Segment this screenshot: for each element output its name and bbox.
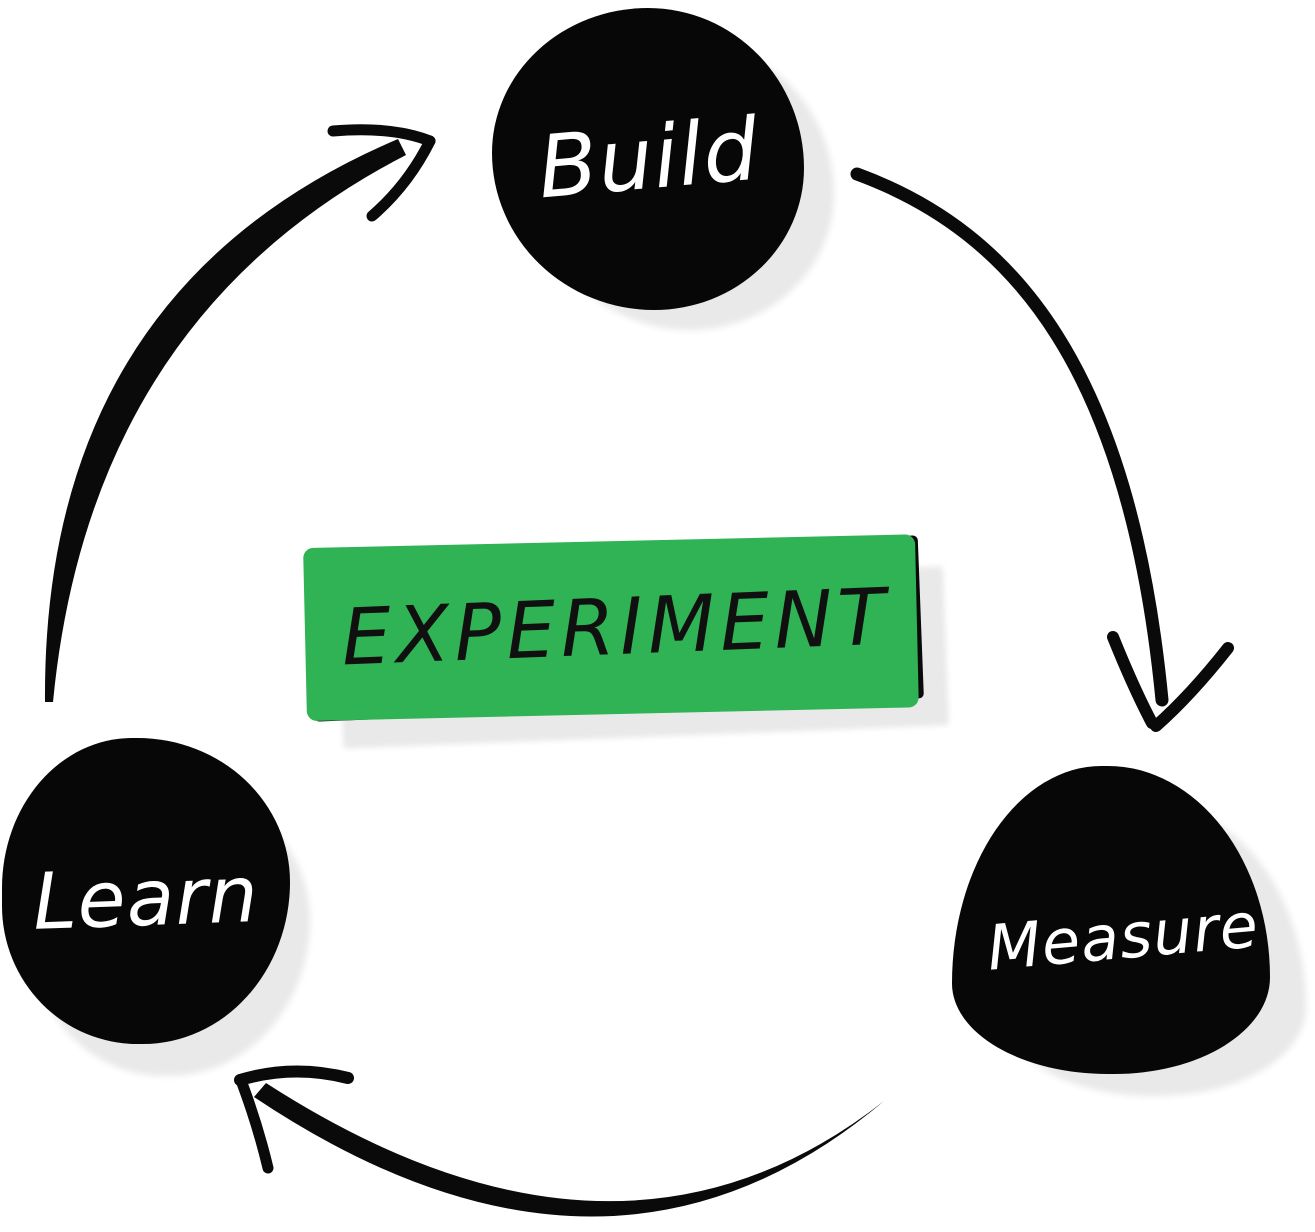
node-learn: Learn — [2, 738, 290, 1044]
arrow-build-to-measure — [850, 167, 1234, 732]
arrowhead-learn-top-arm-icon — [234, 1065, 354, 1086]
node-build: Build — [492, 8, 804, 310]
arrowhead-build-bottom-arm-icon — [366, 135, 436, 222]
experiment-banner: EXPERIMENT — [308, 535, 924, 722]
arrowhead-measure-right-arm-icon — [1150, 642, 1234, 732]
node-build-label: Build — [533, 99, 763, 219]
arrowhead-learn-bottom-arm-icon — [236, 1077, 274, 1174]
arrow-measure-to-learn-shaft — [254, 1083, 884, 1217]
arrow-learn-to-build — [44, 124, 436, 702]
experiment-banner-label: EXPERIMENT — [340, 572, 892, 684]
arrowhead-build-top-arm-icon — [327, 124, 436, 147]
arrowhead-measure-left-arm-icon — [1107, 631, 1158, 729]
arrow-build-to-measure-shaft — [850, 167, 1169, 707]
node-measure-label: Measure — [984, 887, 1262, 985]
node-learn-label: Learn — [31, 850, 261, 948]
arrow-learn-to-build-shaft — [44, 139, 407, 702]
arrow-measure-to-learn — [234, 1065, 884, 1217]
